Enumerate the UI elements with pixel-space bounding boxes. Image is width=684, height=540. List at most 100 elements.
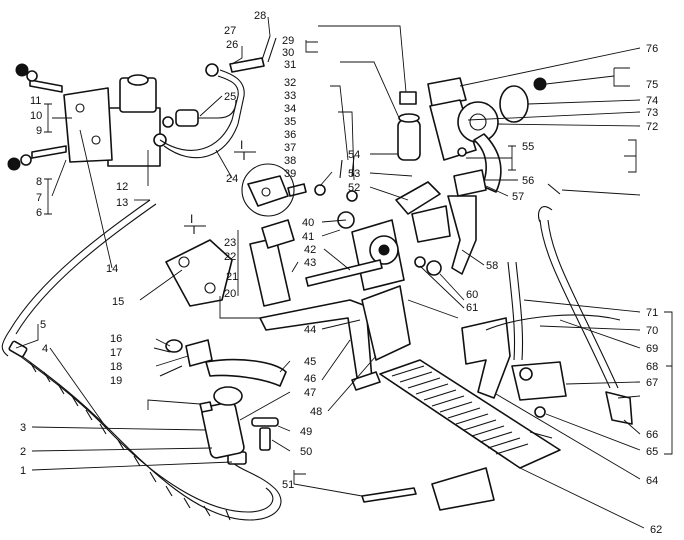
pipe-28 xyxy=(261,35,277,63)
bracket-hole-2 xyxy=(91,135,101,145)
part-label-67: 67 xyxy=(646,377,658,389)
reservoir xyxy=(213,386,243,406)
part-label-49: 49 xyxy=(300,426,312,438)
part-label-71: 71 xyxy=(646,307,658,319)
leader-69 xyxy=(559,319,641,349)
leader-66 xyxy=(623,419,641,435)
leader-14 xyxy=(79,129,113,269)
bracket-53 xyxy=(411,205,451,243)
part-label-44: 44 xyxy=(304,324,316,336)
part-label-55: 55 xyxy=(522,141,534,153)
plate-hole-2 xyxy=(204,282,216,294)
cable-13 xyxy=(1,199,151,357)
part-label-24: 24 xyxy=(226,173,238,185)
leader-43 xyxy=(291,261,299,273)
cylinder-top xyxy=(398,113,420,123)
part-label-74: 74 xyxy=(646,95,658,107)
part-label-57: 57 xyxy=(512,191,524,203)
leader-72 xyxy=(497,123,641,127)
part-label-50: 50 xyxy=(300,446,312,458)
part-label-65: 65 xyxy=(646,446,658,458)
part-label-22: 22 xyxy=(224,251,236,263)
leader-18 xyxy=(155,355,189,367)
section-mark-top: I xyxy=(240,138,243,152)
washer-lower xyxy=(20,154,32,166)
rod-69 xyxy=(539,219,619,389)
part-label-56: 56 xyxy=(522,175,534,187)
part-label-53: 53 xyxy=(348,168,360,180)
part-label-12: 12 xyxy=(116,181,128,193)
part-label-62: 62 xyxy=(650,524,662,536)
part-label-25: 25 xyxy=(224,91,236,103)
leader-17r xyxy=(561,189,641,196)
coil-cap xyxy=(127,74,149,86)
pin-65 xyxy=(529,431,553,439)
nut-60 xyxy=(426,260,442,276)
part-label-46: 46 xyxy=(304,373,316,385)
disc-hub xyxy=(469,113,487,131)
part-label-38: 38 xyxy=(284,155,296,167)
cable-13-outer xyxy=(15,203,157,335)
leader-6-8-out xyxy=(51,159,67,197)
part-label-19: 19 xyxy=(110,375,122,387)
part-label-73: 73 xyxy=(646,107,658,119)
part-label-35: 35 xyxy=(284,116,296,128)
part-label-68: 68 xyxy=(646,361,658,373)
detail-hole xyxy=(261,187,271,197)
solenoid-valve-assembly xyxy=(7,63,199,171)
part-label-5: 5 xyxy=(40,319,46,331)
section-mark-line-2 xyxy=(184,225,206,234)
leader-73 xyxy=(467,111,641,121)
leader-60 xyxy=(439,273,465,301)
bracket-58 xyxy=(447,195,477,275)
part-label-3: 3 xyxy=(20,422,26,434)
leader-24 xyxy=(215,149,233,179)
leader-31 xyxy=(340,61,401,121)
part-label-61: 61 xyxy=(466,302,478,314)
part-label-11: 11 xyxy=(30,95,41,107)
section-mark-line xyxy=(234,151,256,160)
leader-35 xyxy=(338,111,355,181)
part-label-1: 1 xyxy=(20,465,26,477)
part-label-64: 64 xyxy=(646,475,658,487)
cylinder-body xyxy=(201,401,245,459)
union-26 xyxy=(205,63,219,77)
disc-74 xyxy=(499,85,529,123)
nut-38 xyxy=(314,184,326,196)
leader-5 xyxy=(15,324,39,349)
leader-49 xyxy=(277,425,291,432)
leader-41 xyxy=(321,229,341,237)
leader-bracket-6-8 xyxy=(44,178,52,215)
part-number-labels: 1 2 3 4 5 6 7 8 9 10 11 12 13 14 15 16 1… xyxy=(20,10,662,536)
screw-55 xyxy=(457,147,467,157)
bracket-64 xyxy=(461,317,511,399)
part-label-42: 42 xyxy=(304,244,316,256)
part-label-60: 60 xyxy=(466,289,478,301)
leader-40r xyxy=(617,395,641,399)
rod-hook xyxy=(537,205,553,223)
leader-61 xyxy=(419,265,465,309)
plate-15 xyxy=(165,239,233,307)
nut-lower xyxy=(7,157,21,171)
part-label-66: 66 xyxy=(646,429,658,441)
leader-67 xyxy=(565,381,641,385)
bush-16 xyxy=(165,339,183,353)
pin-17 xyxy=(153,347,171,353)
leader-56-75 xyxy=(545,67,630,87)
part-label-36: 36 xyxy=(284,129,296,141)
detail-part xyxy=(247,175,289,207)
leader-62 xyxy=(519,467,645,529)
fitting-50 xyxy=(259,427,271,451)
spring-71 xyxy=(507,261,524,361)
leader-25 xyxy=(199,95,223,117)
plate-48 xyxy=(361,285,411,361)
part-label-43: 43 xyxy=(304,257,316,269)
pedal-plate-62 xyxy=(379,359,561,469)
throttle-bracket-group xyxy=(461,205,633,439)
leader-16 xyxy=(155,338,171,347)
leader-28 xyxy=(267,16,271,37)
part-label-31: 31 xyxy=(284,59,296,71)
part-label-2: 2 xyxy=(20,446,26,458)
leader-20-bracket xyxy=(219,296,260,319)
